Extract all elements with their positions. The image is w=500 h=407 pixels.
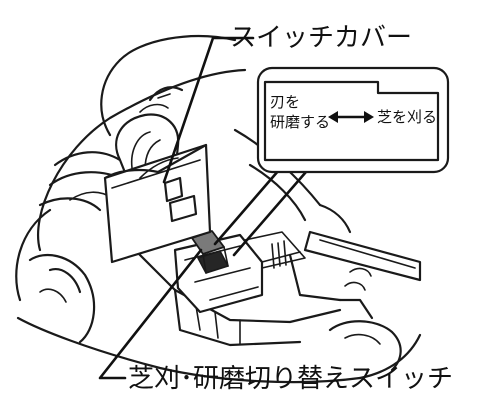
sharpen-label-line1: 刃を <box>270 93 300 111</box>
mode-switch-leader <box>98 248 203 380</box>
mode-switch[interactable] <box>191 230 229 274</box>
inset-leader-left <box>213 161 287 246</box>
inset-panel <box>263 80 440 162</box>
switch-housing <box>173 231 306 314</box>
switch-cover-leader <box>162 36 255 184</box>
sharpen-label-line2: 研磨する <box>270 113 330 131</box>
mode-switch-label: 芝刈･研磨切り替えスイッチ <box>128 364 453 394</box>
inset-leader-right <box>232 163 314 257</box>
double-arrow-icon <box>328 111 374 123</box>
mower-body <box>15 34 422 384</box>
switch-position-inset: 刃を 研磨する 芝を刈る <box>256 66 450 174</box>
switch-cover-label: スイッチカバー <box>230 23 412 53</box>
cut-grass-label: 芝を刈る <box>377 108 437 126</box>
